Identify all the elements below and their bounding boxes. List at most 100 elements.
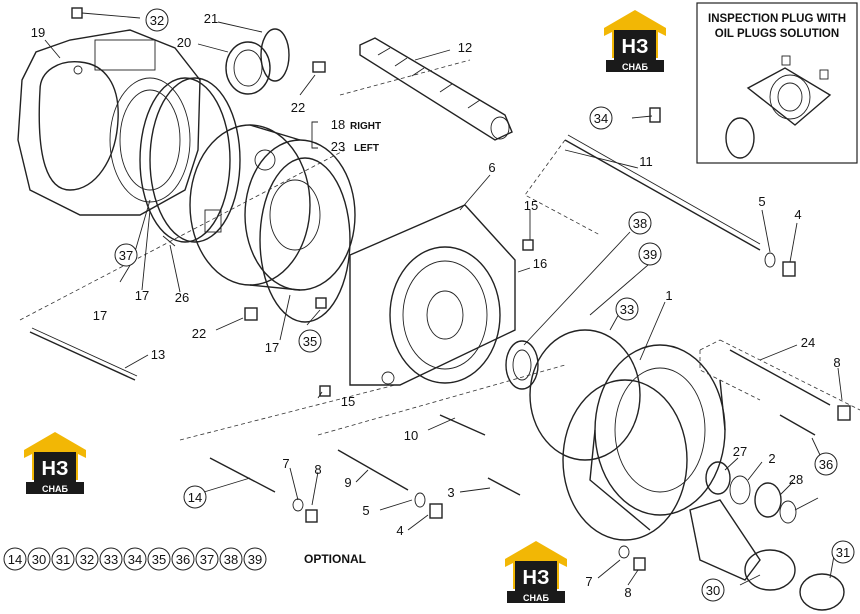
callout-8-bottom: 8 <box>624 585 631 600</box>
callout-18: 18 <box>331 117 345 132</box>
svg-text:30: 30 <box>32 552 46 567</box>
optional-item: 39 <box>243 547 267 571</box>
callout-15-bottom: 15 <box>341 394 355 409</box>
flange-part-6 <box>349 204 516 386</box>
callout-8-right: 8 <box>833 355 840 370</box>
logo-left-sub: СНАБ <box>42 484 68 494</box>
circled-callout-30: 30 <box>701 578 725 602</box>
callout-22-top: 22 <box>291 100 305 115</box>
circled-callout-38: 38 <box>628 211 652 235</box>
inspection-inset: INSPECTION PLUG WITH OIL PLUGS SOLUTION <box>696 2 858 164</box>
logo-bottom-main: НЗ <box>523 567 550 589</box>
callout-4-bottom: 4 <box>396 523 403 538</box>
optional-item: 35 <box>147 547 171 571</box>
callout-11: 11 <box>639 154 653 169</box>
optional-item: 36 <box>171 547 195 571</box>
svg-text:38: 38 <box>633 216 647 231</box>
callout-13-bottom: 7 <box>585 574 592 589</box>
logo-top: НЗ СНАБ <box>604 10 666 72</box>
logo-left: НЗ СНАБ <box>24 432 86 494</box>
bracket-18-23 <box>311 121 318 149</box>
callout-16: 16 <box>533 256 547 271</box>
optional-item: 33 <box>99 547 123 571</box>
gear-part-30 <box>689 499 796 591</box>
ring-part-21 <box>260 28 290 82</box>
svg-text:37: 37 <box>200 552 214 567</box>
callout-27: 2 <box>768 451 775 466</box>
logo-bottom: НЗ СНАБ <box>505 541 567 603</box>
callout-15-top: 15 <box>524 198 538 213</box>
svg-text:14: 14 <box>8 552 22 567</box>
optional-item: 31 <box>51 547 75 571</box>
callout-5-bottom: 5 <box>362 503 369 518</box>
studs-lower <box>29 327 521 496</box>
callout-23: 23 <box>331 139 345 154</box>
optional-label: OPTIONAL <box>304 552 366 566</box>
callout-1: 1 <box>665 288 672 303</box>
dashed-guide-lines <box>19 59 860 441</box>
optional-item: 38 <box>219 547 243 571</box>
label-right: RIGHT <box>350 121 381 132</box>
callout-5-top: 5 <box>758 194 765 209</box>
svg-text:31: 31 <box>56 552 70 567</box>
callout-19: 19 <box>31 25 45 40</box>
svg-text:14: 14 <box>188 490 202 505</box>
callout-17-c: 17 <box>265 340 279 355</box>
inspection-title-line2: OIL PLUGS SOLUTION <box>715 28 839 40</box>
circled-callout-39: 39 <box>638 242 662 266</box>
svg-text:37: 37 <box>119 248 133 263</box>
callout-8-left: 8 <box>314 462 321 477</box>
callout-7: 9 <box>344 475 351 490</box>
logo-top-sub: СНАБ <box>622 62 648 72</box>
callout-25: 13 <box>151 347 165 362</box>
stud-part-24 <box>729 349 831 406</box>
seal-part-20 <box>225 41 271 95</box>
circled-callout-36: 36 <box>814 452 838 476</box>
circled-callout-31: 31 <box>831 540 855 564</box>
callout-22-bottom: 22 <box>192 326 206 341</box>
svg-text:33: 33 <box>620 302 634 317</box>
nuts-lower <box>292 107 661 571</box>
inspection-title-line1: INSPECTION PLUG WITH <box>708 13 846 25</box>
svg-text:39: 39 <box>643 247 657 262</box>
shaft-part-12 <box>359 37 513 141</box>
callout-12: 12 <box>458 40 472 55</box>
optional-item: 32 <box>75 547 99 571</box>
svg-text:34: 34 <box>128 552 142 567</box>
optional-item: 34 <box>123 547 147 571</box>
hub-part-1 <box>562 344 726 541</box>
svg-text:30: 30 <box>706 583 720 598</box>
cap-part-31 <box>799 573 845 611</box>
callout-17-a: 17 <box>135 288 149 303</box>
seals-part-3-27-2-28 <box>705 461 797 524</box>
callout-20: 20 <box>177 35 191 50</box>
logo-top-main: НЗ <box>622 36 649 58</box>
carrier-housing <box>189 124 356 291</box>
svg-text:36: 36 <box>176 552 190 567</box>
bearing-part-38 <box>505 340 539 390</box>
svg-text:38: 38 <box>224 552 238 567</box>
circled-callout-37: 37 <box>114 243 138 267</box>
optional-item: 14 <box>3 547 27 571</box>
ring-part-33 <box>529 329 641 461</box>
callout-10: 10 <box>404 428 418 443</box>
seal-rings-17 <box>139 77 351 323</box>
svg-text:35: 35 <box>152 552 166 567</box>
bolt-part-36 <box>779 414 816 436</box>
svg-text:35: 35 <box>303 334 317 349</box>
svg-text:36: 36 <box>819 457 833 472</box>
svg-text:32: 32 <box>150 13 164 28</box>
circled-callout-34: 34 <box>589 106 613 130</box>
callout-17-b: 17 <box>93 308 107 323</box>
svg-text:31: 31 <box>836 545 850 560</box>
callout-13-left: 7 <box>282 456 289 471</box>
optional-item: 30 <box>27 547 51 571</box>
plug-part-22-bottom <box>244 307 258 321</box>
callout-26: 26 <box>175 290 189 305</box>
callout-21: 21 <box>204 11 218 26</box>
callout-9: 3 <box>447 485 454 500</box>
bolt-part-26 <box>162 235 176 247</box>
svg-text:32: 32 <box>80 552 94 567</box>
plug-part-32 <box>71 7 141 19</box>
